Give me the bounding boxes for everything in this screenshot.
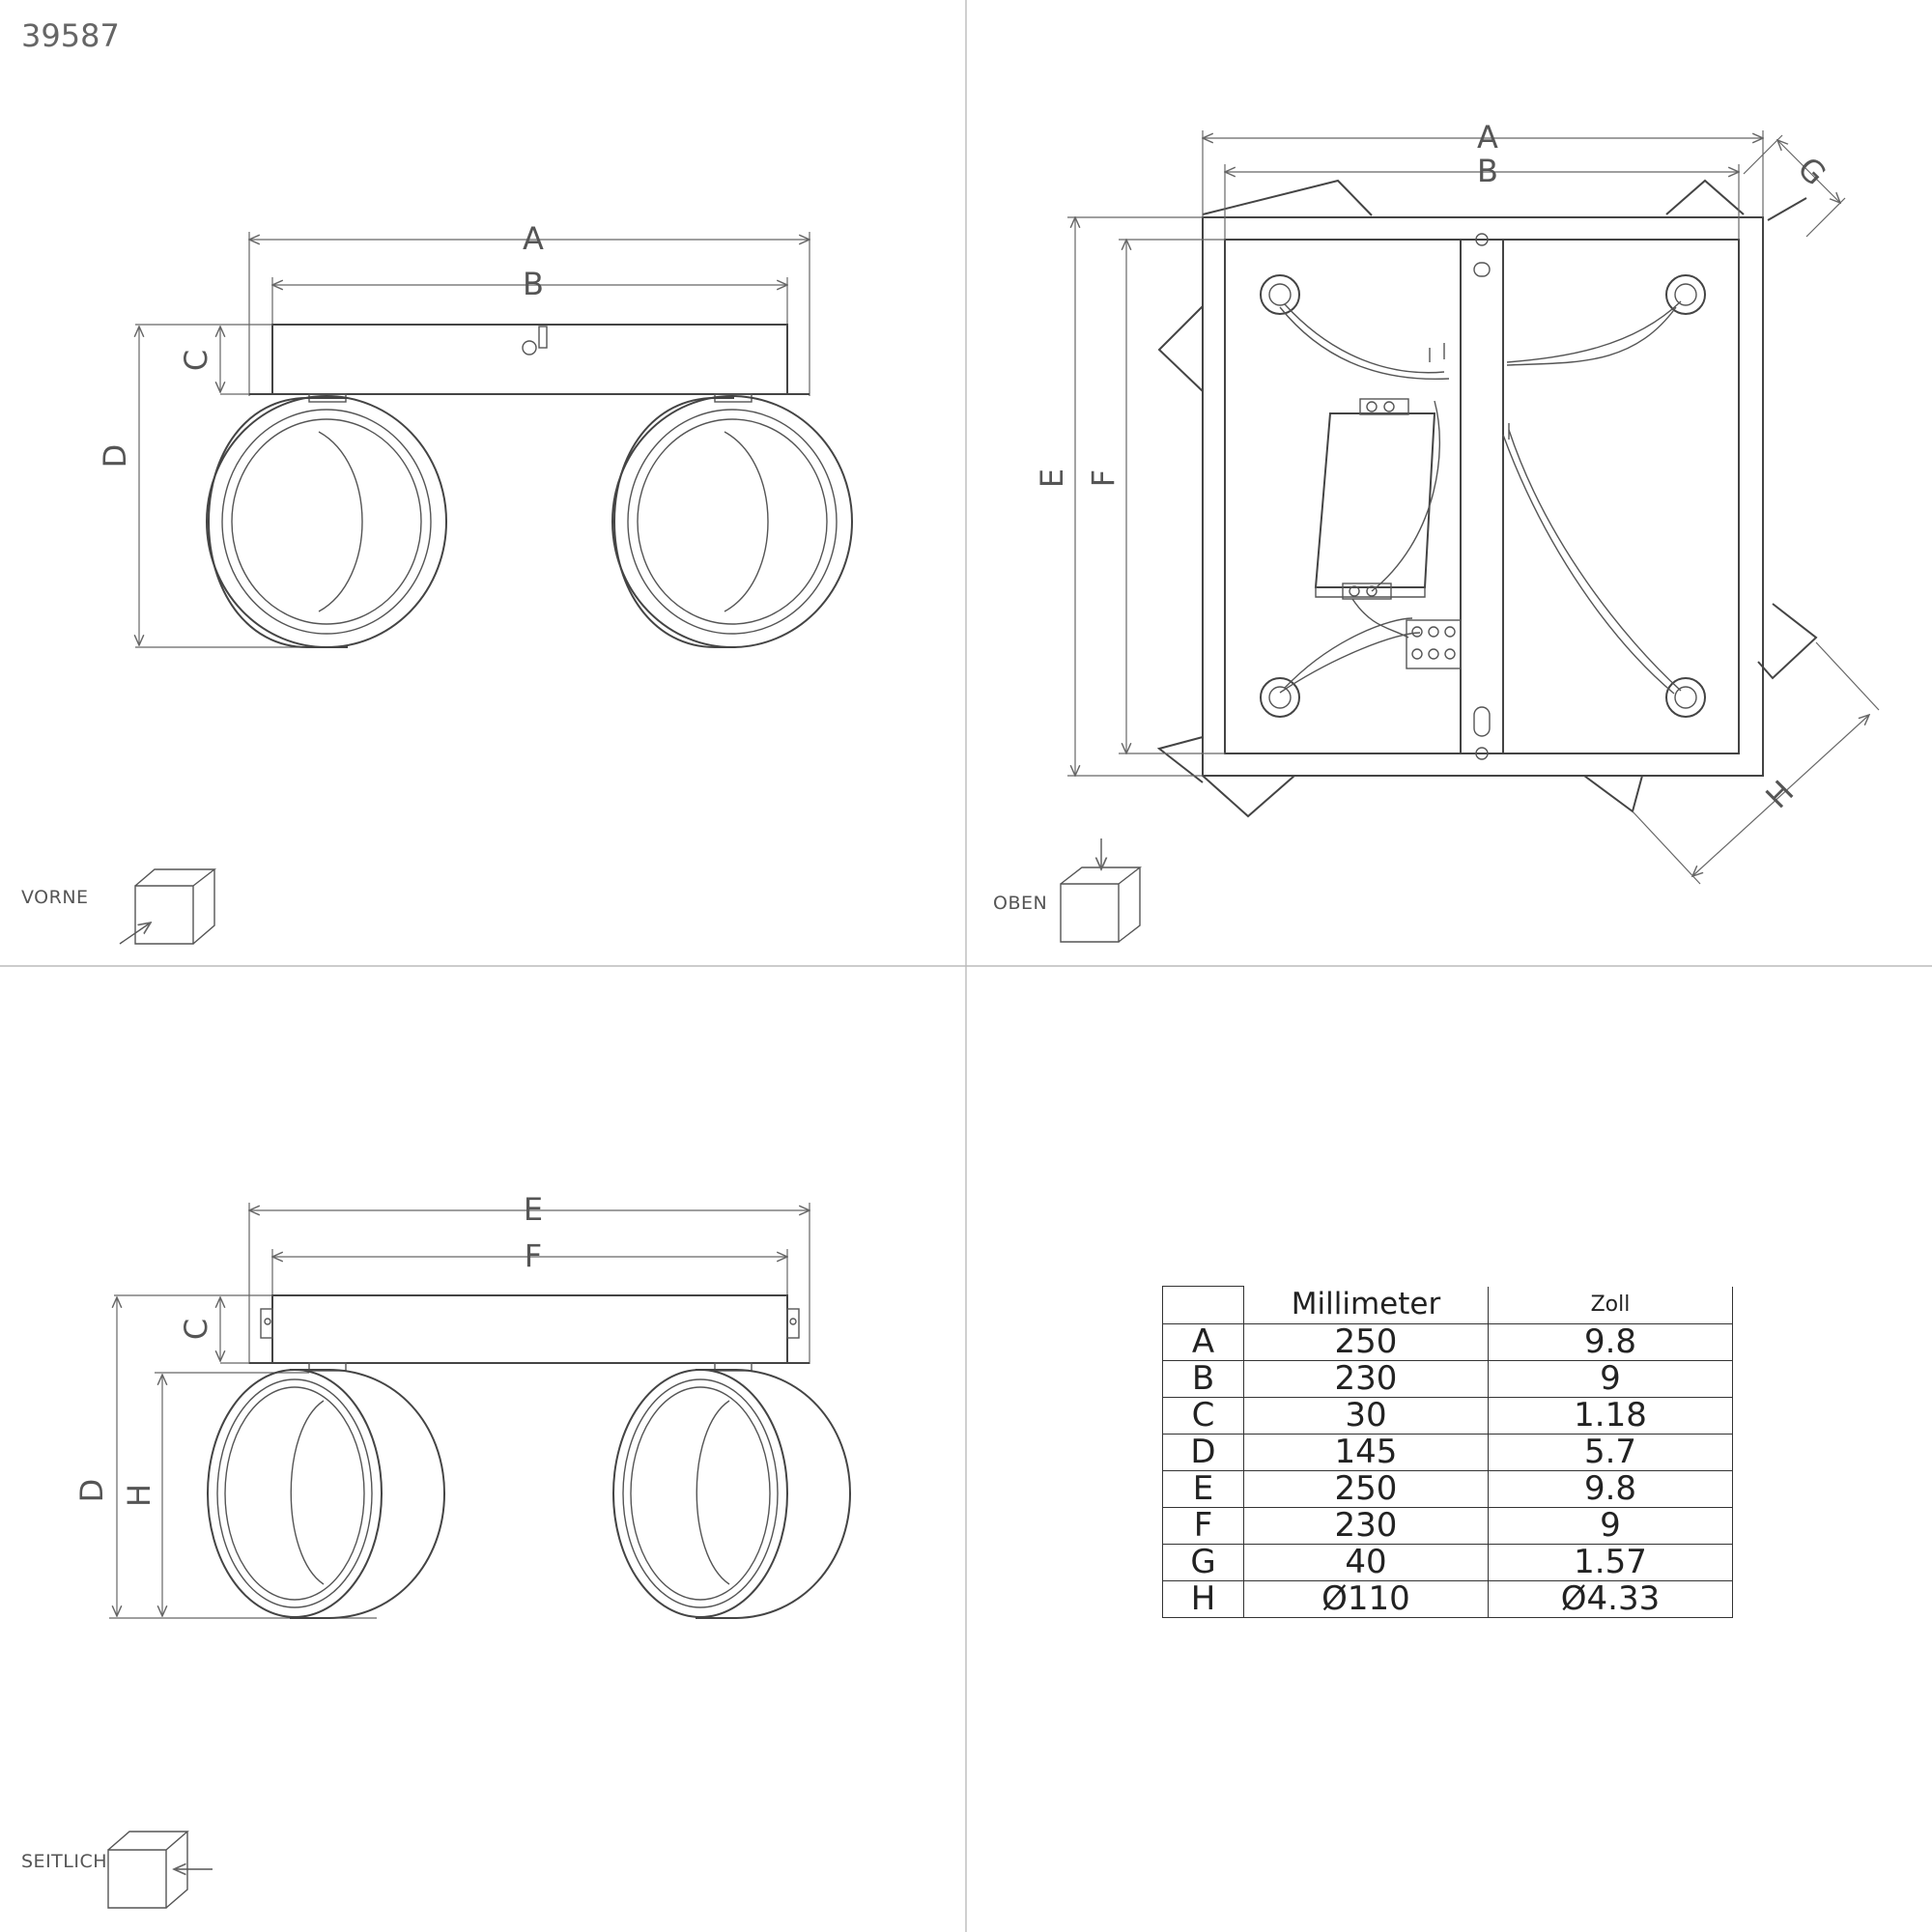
- dim-label-c-front: C: [178, 350, 214, 371]
- dim-label-h-top: H: [1758, 773, 1801, 815]
- table-cell-key: F: [1162, 1507, 1244, 1545]
- table-cell-key: B: [1162, 1360, 1244, 1398]
- table-cell-key: E: [1162, 1470, 1244, 1508]
- table-cell-mm: 230: [1243, 1507, 1489, 1545]
- column-header-mm: Millimeter: [1243, 1286, 1489, 1324]
- dim-g-top: [1777, 140, 1840, 203]
- table-cell-inch: 5.7: [1488, 1434, 1733, 1471]
- screw-icon: [522, 340, 537, 355]
- table-cell-key: A: [1162, 1323, 1244, 1361]
- top-view: A B G E F H OBEN: [993, 119, 1880, 943]
- product-code: 39587: [21, 17, 120, 54]
- led-driver: [1314, 398, 1436, 600]
- table-cell-mm: 250: [1243, 1470, 1489, 1508]
- table-cell-inch: 9.8: [1488, 1323, 1733, 1361]
- front-view: A B C D: [21, 220, 853, 945]
- mounting-rail: [1460, 239, 1504, 754]
- dim-label-d-side: D: [73, 1479, 110, 1503]
- side-view: E F C D H: [21, 1191, 852, 1909]
- table-cell-key: G: [1162, 1544, 1244, 1581]
- dim-label-e-side: E: [524, 1191, 543, 1228]
- canopy-front: [271, 324, 788, 395]
- dim-label-a-top: A: [1477, 119, 1498, 156]
- spotlight-left-side: [207, 1362, 446, 1619]
- view-label-side: SEITLICH: [21, 1851, 107, 1872]
- dim-h-top: [1692, 715, 1869, 876]
- table-cell-key: H: [1162, 1580, 1244, 1618]
- dim-label-d-front: D: [97, 444, 133, 469]
- spotlight-left-front: [206, 393, 447, 648]
- table-header-row: Millimeter Zoll: [1162, 1286, 1733, 1324]
- dim-label-f-top: F: [1085, 469, 1122, 487]
- table-cell-inch: 1.57: [1488, 1544, 1733, 1581]
- spotlight-right-side: [612, 1362, 852, 1619]
- dim-label-c-side: C: [178, 1319, 214, 1340]
- table-cell-mm: 250: [1243, 1323, 1489, 1361]
- table-cell-inch: 1.18: [1488, 1397, 1733, 1435]
- dim-label-a-front: A: [523, 220, 544, 257]
- terminal-block: [1406, 619, 1462, 669]
- dim-label-e-top: E: [1034, 469, 1070, 488]
- wiring: [1279, 300, 1682, 695]
- canopy-side: [271, 1294, 788, 1364]
- dim-label-f-side: F: [525, 1237, 542, 1274]
- socket-icon: [1260, 274, 1706, 718]
- canopy-top: [1202, 216, 1764, 777]
- view-cube-side-icon: [107, 1831, 213, 1909]
- spotlight-right-front: [611, 393, 853, 648]
- view-label-top: OBEN: [993, 893, 1047, 914]
- table-cell-key: D: [1162, 1434, 1244, 1471]
- dim-label-b-top: B: [1477, 153, 1498, 189]
- dim-label-b-front: B: [523, 266, 544, 302]
- dim-label-g-top: G: [1791, 150, 1833, 192]
- table-cell-inch: 9: [1488, 1360, 1733, 1398]
- view-label-front: VORNE: [21, 887, 89, 908]
- table-cell-inch: Ø4.33: [1488, 1580, 1733, 1618]
- table-cell-mm: Ø110: [1243, 1580, 1489, 1618]
- table-cell-mm: 230: [1243, 1360, 1489, 1398]
- table-cell-key: C: [1162, 1397, 1244, 1435]
- table-cell-mm: 145: [1243, 1434, 1489, 1471]
- dim-label-h-side: H: [121, 1484, 157, 1507]
- view-cube-top-icon: [1060, 838, 1143, 943]
- table-cell-mm: 30: [1243, 1397, 1489, 1435]
- column-header-inch: Zoll: [1488, 1286, 1733, 1324]
- table-cell-inch: 9: [1488, 1507, 1733, 1545]
- table-cell-mm: 40: [1243, 1544, 1489, 1581]
- table-corner-cell: [1162, 1286, 1244, 1324]
- view-cube-front-icon: [119, 868, 217, 945]
- table-cell-inch: 9.8: [1488, 1470, 1733, 1508]
- backplate-edge: [1202, 179, 1373, 216]
